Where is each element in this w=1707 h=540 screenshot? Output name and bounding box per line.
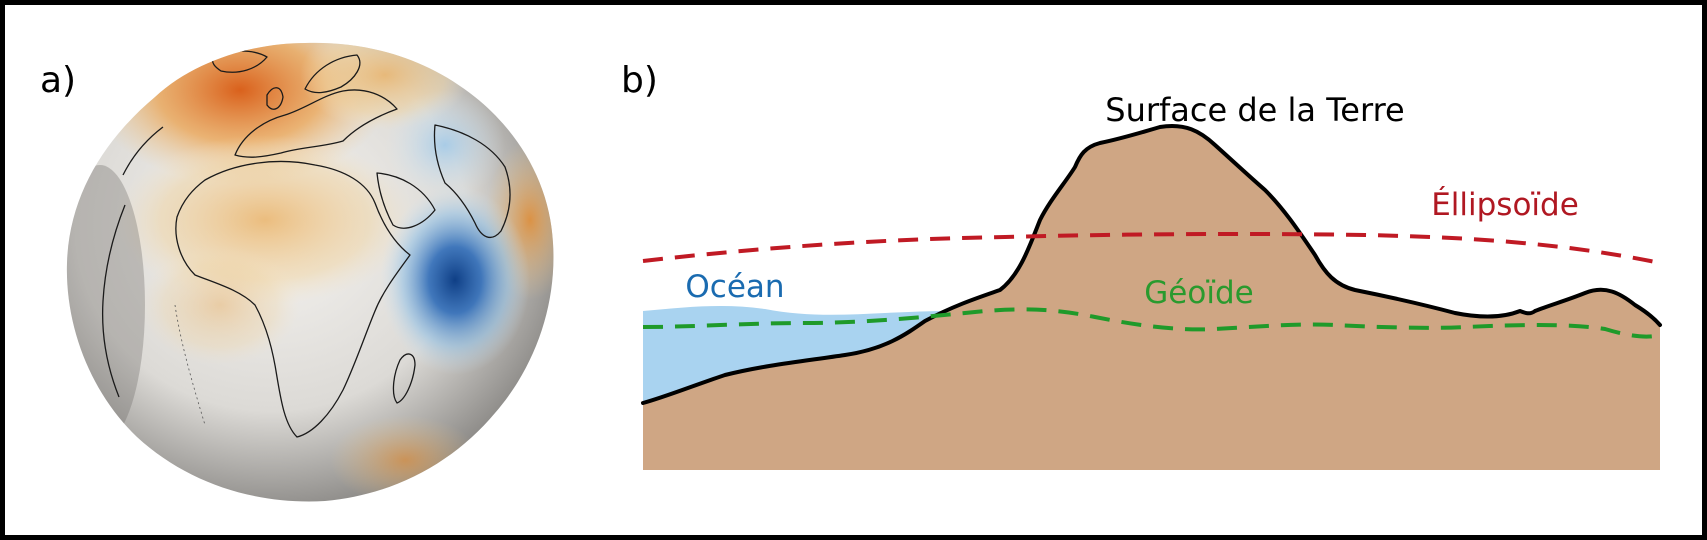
ellipsoid-label: Éllipsoïde [1431, 187, 1579, 223]
geoid-globe-icon [66, 42, 554, 502]
panel-b-label: b) [621, 60, 658, 101]
continent-outlines [101, 50, 511, 438]
earth-surface-line [641, 124, 1662, 405]
surface-label: Surface de la Terre [1105, 91, 1404, 129]
geoid-label: Géoïde [1144, 275, 1253, 311]
geoid-line [642, 307, 1661, 339]
terrain-fill [643, 125, 1660, 470]
ellipsoid-line [642, 231, 1661, 265]
panel-a-label: a) [40, 60, 77, 101]
ocean-label: Océan [685, 269, 784, 305]
figure-artwork: Surface de la Terre Éllipsoïde Géoïde Oc… [66, 42, 1662, 502]
cross-section-diagram: Surface de la Terre Éllipsoïde Géoïde Oc… [641, 91, 1662, 470]
